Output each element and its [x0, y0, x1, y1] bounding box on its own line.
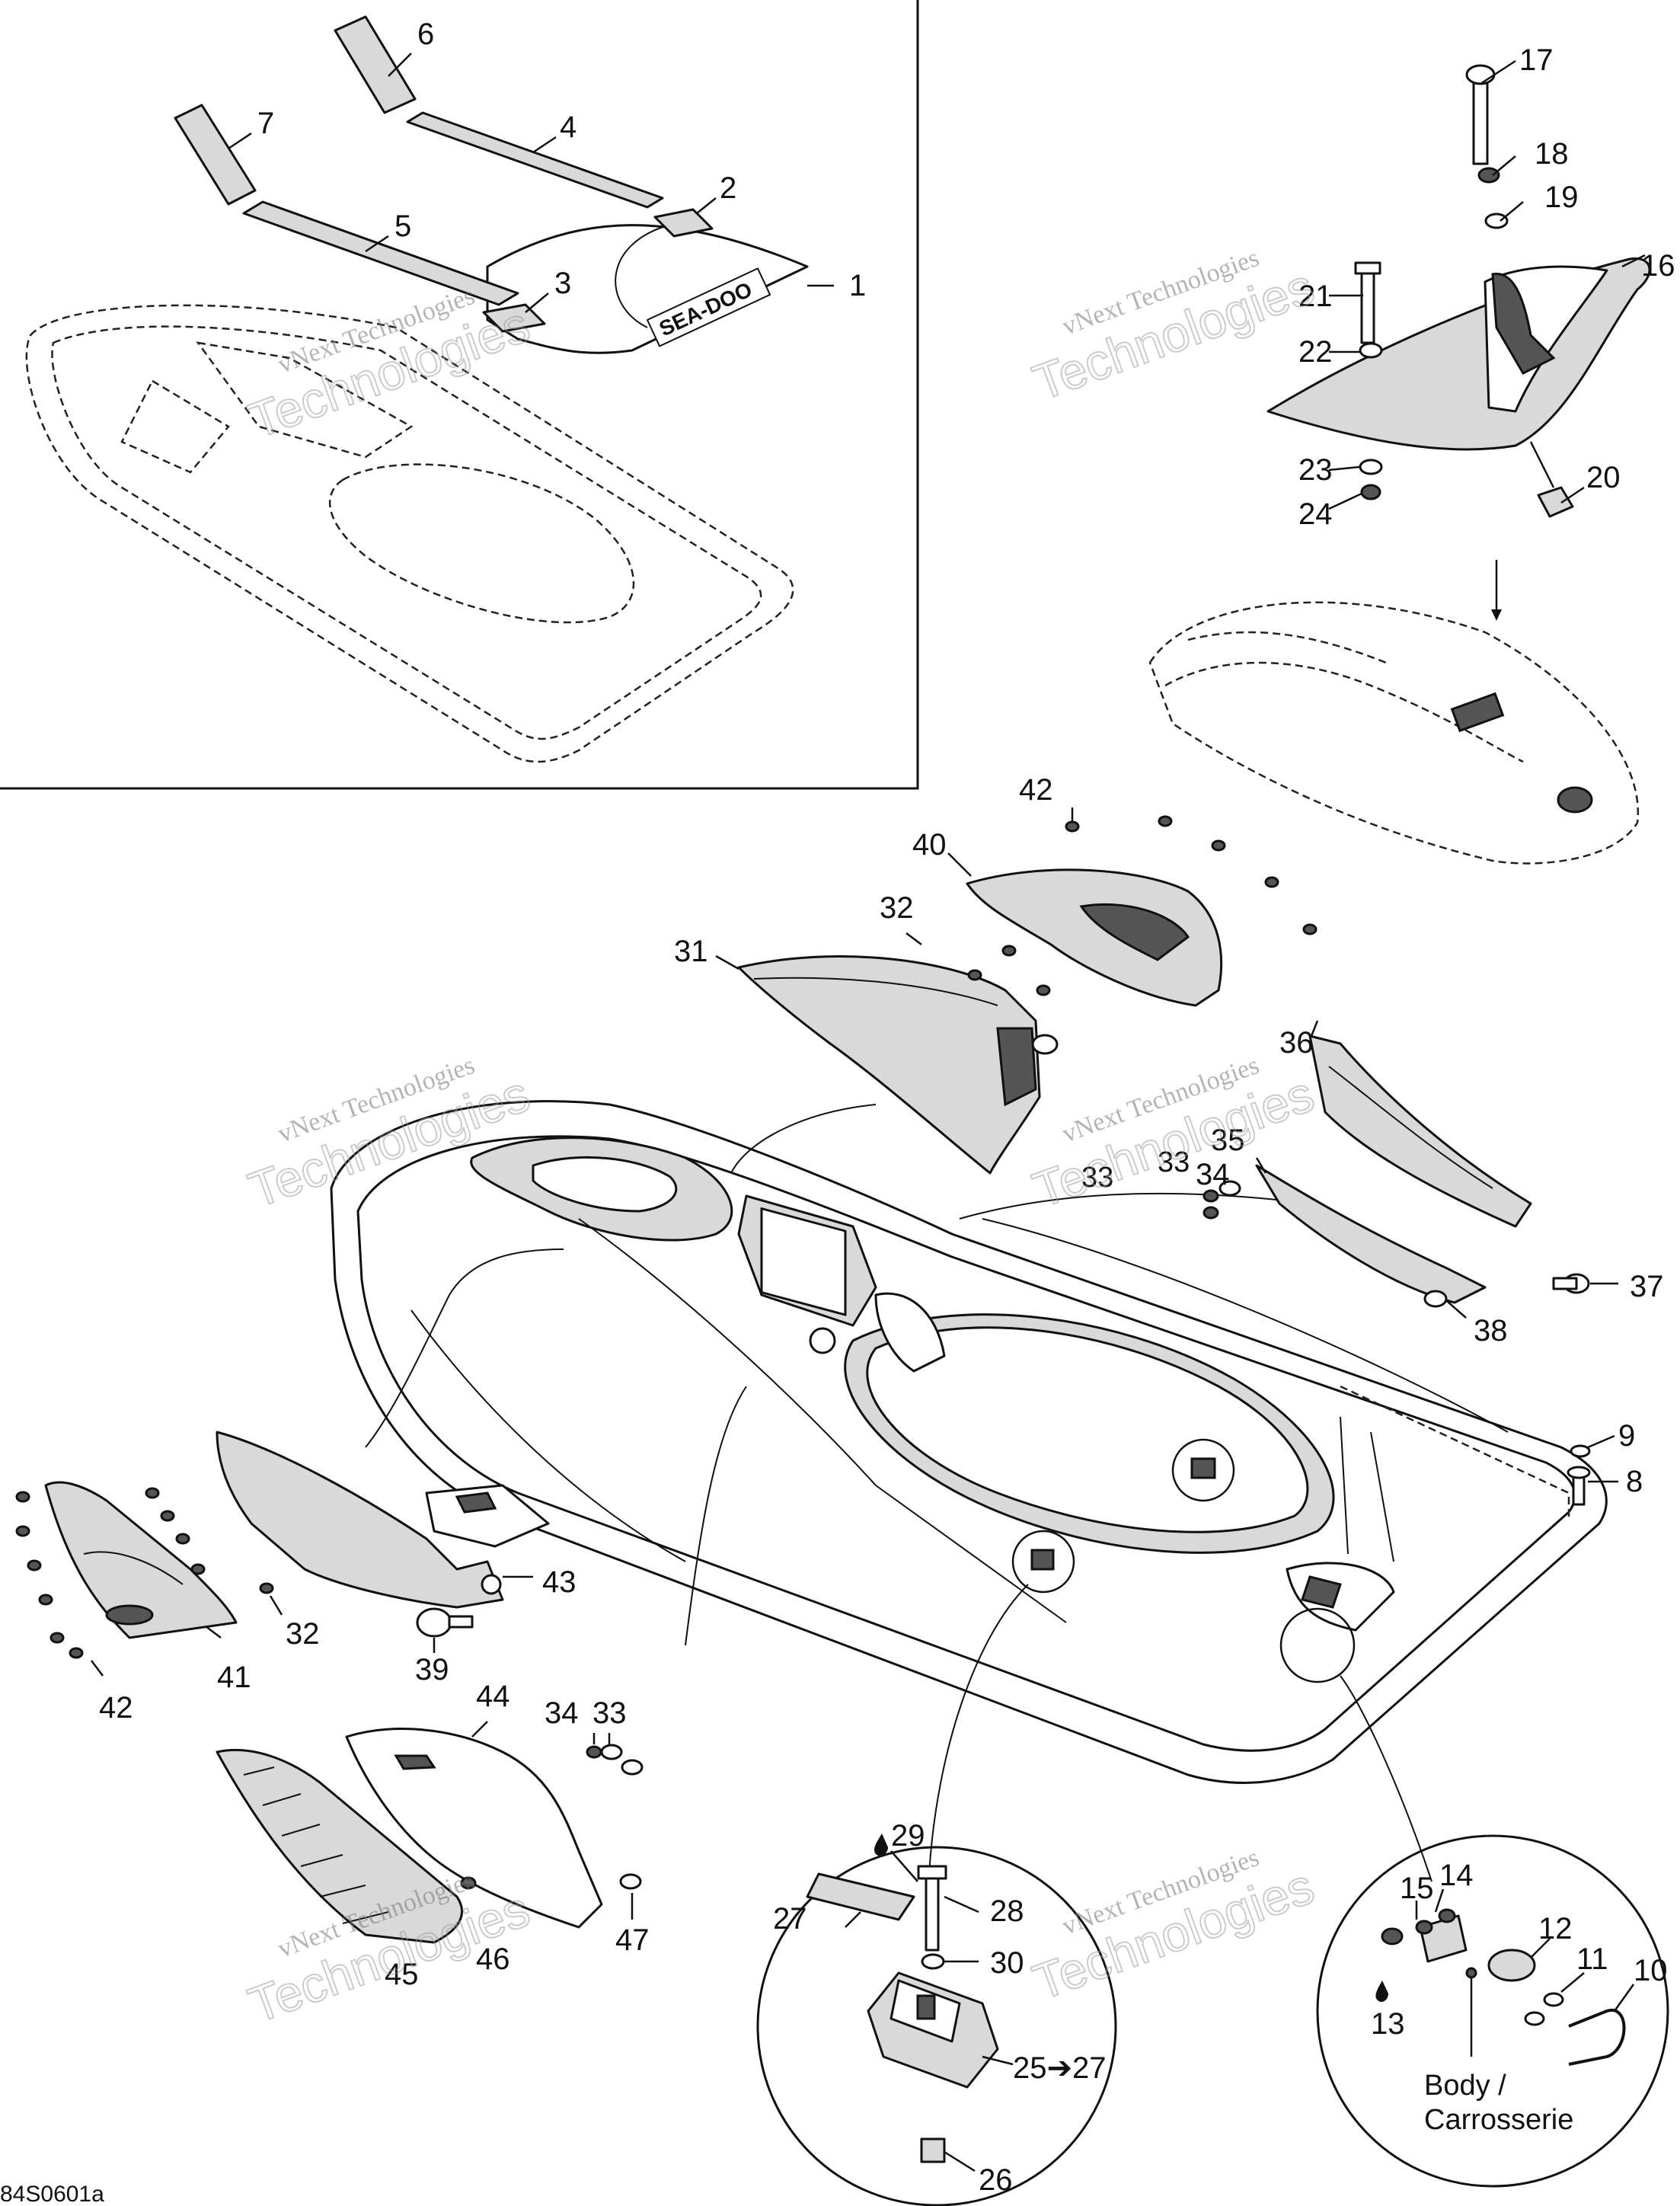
- callout-26: 26: [979, 2163, 1013, 2197]
- body-label-line2: Carrosserie: [1424, 2104, 1573, 2136]
- callout-15: 15: [1400, 1872, 1434, 1905]
- callout-2: 2: [720, 171, 736, 205]
- callout-41: 41: [217, 1661, 251, 1694]
- callout-43: 43: [542, 1565, 577, 1599]
- callout-5: 5: [394, 209, 411, 243]
- callout-16: 16: [1641, 249, 1675, 283]
- decal-strip-5: [242, 200, 519, 306]
- callout-33b: 33: [1158, 1146, 1190, 1178]
- cable-10: [1568, 2008, 1626, 2066]
- callout-40: 40: [912, 828, 947, 862]
- callout-7: 7: [257, 107, 274, 140]
- callout-4: 4: [560, 110, 577, 144]
- callout-8: 8: [1626, 1465, 1643, 1498]
- main-hull: [330, 1100, 1608, 1882]
- callout-18: 18: [1535, 137, 1569, 171]
- callout-3: 3: [554, 267, 571, 300]
- washer-18: [1477, 167, 1500, 184]
- decal-pad-3: [482, 303, 546, 333]
- callout-33c: 33: [592, 1696, 627, 1730]
- washer-11: [1543, 1992, 1564, 2007]
- callout-17: 17: [1519, 43, 1554, 77]
- bolt-28: [925, 1872, 940, 1952]
- rear-section-dashed: [1148, 601, 1640, 865]
- diagram-code: 84S0601a: [0, 2182, 104, 2206]
- decal-inset: SEA-DOO: [0, 0, 919, 790]
- fasteners-upper: [715, 807, 1317, 1055]
- left-panel-41: [44, 1481, 238, 1639]
- callout-14: 14: [1439, 1859, 1474, 1892]
- washer-22: [1359, 342, 1383, 359]
- callout-47: 47: [615, 1923, 650, 1957]
- callout-24: 24: [1298, 497, 1333, 531]
- nut-24: [1360, 484, 1381, 500]
- callout-27: 27: [773, 1902, 807, 1936]
- left-panel-43: [216, 1431, 550, 1609]
- callout-32b: 32: [286, 1617, 320, 1651]
- callout-11: 11: [1576, 1942, 1608, 1976]
- fasteners-8-9: [1567, 1434, 1618, 1506]
- decal-pad-2: [653, 208, 714, 238]
- callout-36: 36: [1279, 1026, 1314, 1060]
- nut-15: [1381, 1927, 1404, 1945]
- callout-45: 45: [385, 1958, 419, 1991]
- side-panel-40: [966, 868, 1223, 1007]
- callout-28: 28: [990, 1894, 1024, 1928]
- decal-strip-7: [174, 104, 257, 206]
- callout-22: 22: [1298, 335, 1333, 369]
- callout-42a: 42: [1019, 773, 1053, 807]
- pad-27: [806, 1872, 915, 1921]
- callout-23: 23: [1298, 453, 1333, 487]
- decal-strip-4: [406, 111, 664, 209]
- bolt-17: [1472, 78, 1489, 165]
- callout-1: 1: [849, 269, 866, 302]
- dashed-hull-outline: [25, 304, 794, 763]
- fasteners-left: [15, 1487, 533, 1677]
- callout-19: 19: [1544, 181, 1579, 214]
- callout-25: 25➔27: [1013, 2051, 1107, 2085]
- callout-30: 30: [990, 1946, 1024, 1980]
- body-label-line1: Body /: [1424, 2070, 1506, 2102]
- callout-21: 21: [1298, 280, 1333, 313]
- callout-29: 29: [891, 1819, 925, 1853]
- rear-grab-handle-assembly: [1266, 59, 1651, 621]
- bolt-21: [1360, 269, 1375, 344]
- seat-cover-decal-1: SEA-DOO: [486, 224, 809, 354]
- washer-12: [1487, 1949, 1536, 1982]
- side-panel-31: [737, 955, 1041, 1175]
- detail-circle-right: [1316, 1834, 1669, 2188]
- washer-19: [1484, 213, 1509, 229]
- callout-44: 44: [476, 1680, 510, 1713]
- callout-42b: 42: [99, 1691, 133, 1725]
- callout-12: 12: [1538, 1912, 1573, 1945]
- detail-circle-left: [756, 1834, 1117, 2206]
- nut-20: [1537, 486, 1574, 518]
- nut-26: [920, 2137, 946, 2163]
- callout-13: 13: [1371, 2007, 1405, 2041]
- washer-23: [1359, 459, 1383, 475]
- callout-33a: 33: [1081, 1162, 1113, 1194]
- callout-34a: 34: [1196, 1158, 1230, 1191]
- callout-39: 39: [415, 1653, 449, 1686]
- washer-30: [921, 1953, 945, 1970]
- rear-panel-35-36: [1203, 1020, 1618, 1319]
- decal-strip-6: [334, 15, 417, 114]
- callout-9: 9: [1618, 1419, 1635, 1453]
- callout-10: 10: [1634, 1954, 1668, 1987]
- callout-35: 35: [1211, 1124, 1245, 1157]
- callout-31: 31: [674, 935, 708, 968]
- callout-34b: 34: [545, 1696, 579, 1730]
- callout-32a: 32: [880, 891, 914, 925]
- callout-6: 6: [417, 18, 434, 51]
- callout-labels: 1 2 3 4 5 6 7 8 9 10 11 12 13 14 15 16 1…: [99, 18, 1675, 2197]
- callout-20: 20: [1586, 461, 1621, 494]
- callout-38: 38: [1474, 1314, 1508, 1348]
- lower-panel-44-45: [216, 1721, 644, 1944]
- callout-37: 37: [1630, 1270, 1664, 1303]
- callout-46: 46: [476, 1942, 510, 1976]
